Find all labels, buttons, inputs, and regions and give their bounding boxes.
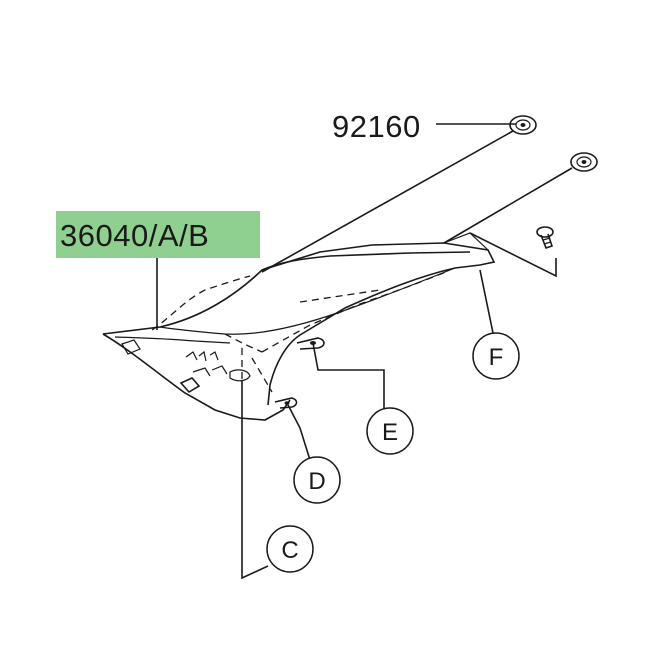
leader-f xyxy=(479,269,494,334)
callout-c[interactable]: C xyxy=(266,525,314,573)
assembly-line-92160 xyxy=(261,130,514,273)
leader-d xyxy=(286,402,311,461)
bolt[interactable] xyxy=(536,226,554,250)
callout-c-label: C xyxy=(281,537,298,564)
callout-f-label: F xyxy=(489,344,504,371)
leader-c xyxy=(241,380,269,580)
part-number-92160[interactable]: 92160 xyxy=(332,109,421,144)
callout-f[interactable]: F xyxy=(472,332,520,380)
part-number-36040[interactable]: 36040/A/B xyxy=(60,218,209,253)
grommet-second[interactable] xyxy=(570,152,598,172)
part-highlight xyxy=(56,211,260,258)
grommet-top[interactable] xyxy=(509,115,537,135)
callout-d-label: D xyxy=(308,468,325,495)
callout-d[interactable]: D xyxy=(293,456,341,504)
callout-e-label: E xyxy=(382,419,398,446)
callout-e[interactable]: E xyxy=(366,407,414,455)
assembly-line-grommet-2 xyxy=(443,167,573,244)
bolt-bracket xyxy=(469,232,557,278)
cover-part[interactable] xyxy=(102,232,496,421)
leader-e xyxy=(312,342,385,412)
